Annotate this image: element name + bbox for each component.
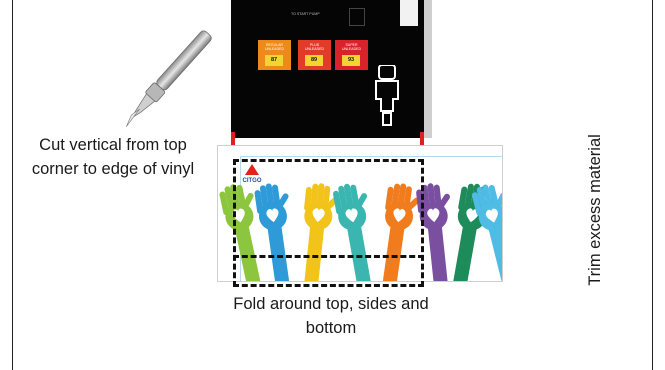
fuel-pump-graphic: TO START PUMP REGULAR UNLEADED 87 PLUS U… [231, 0, 426, 138]
fuel-grade-button-regular: REGULAR UNLEADED 87 [258, 40, 291, 70]
fold-instruction-text: Fold around top, sides and bottom [226, 292, 436, 340]
fuel-grade-octane: 89 [305, 55, 323, 66]
fold-line-outline [233, 159, 424, 287]
craft-knife-icon [112, 20, 222, 140]
pump-header-text: TO START PUMP [291, 12, 331, 17]
cut-instruction-text: Cut vertical from top corner to edge of … [28, 133, 198, 181]
trim-instruction-text: Trim excess material [583, 110, 607, 310]
fuel-grade-button-super: SUPER UNLEADED 93 [335, 40, 368, 70]
fold-line-bottom [233, 255, 424, 258]
pump-card-reader [349, 8, 365, 26]
fuel-grade-label: PLUS UNLEADED [300, 43, 329, 51]
fuel-grade-octane: 87 [265, 55, 283, 66]
fuel-grade-octane: 93 [342, 55, 360, 66]
fuel-grade-button-plus: PLUS UNLEADED 89 [298, 40, 331, 70]
fuel-grade-label: REGULAR UNLEADED [260, 43, 289, 51]
pump-side-edge [424, 0, 432, 138]
fuel-nozzle-icon [373, 65, 401, 127]
pump-panel [400, 0, 418, 26]
fuel-grade-label: SUPER UNLEADED [337, 43, 366, 51]
